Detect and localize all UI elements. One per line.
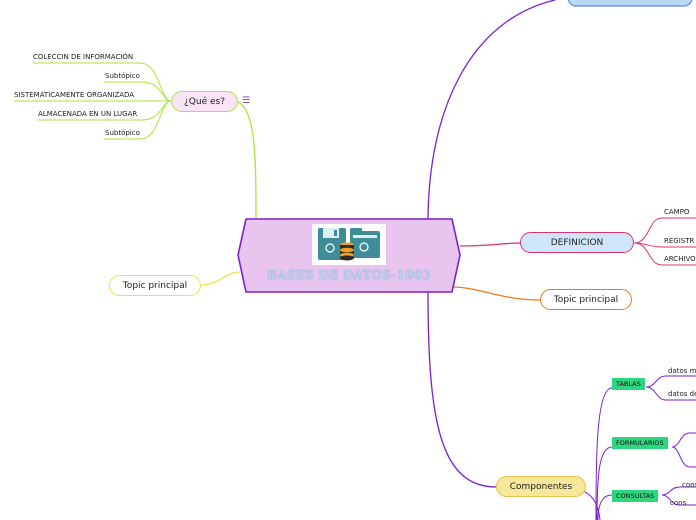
branch-componentes: [427, 291, 497, 488]
offscreen-topic-top[interactable]: [567, 0, 693, 7]
branch-definicion-campo: [633, 217, 696, 244]
topic-definicion[interactable]: DEFINICION: [520, 232, 634, 253]
definicion-item-archivo[interactable]: ARCHIVO: [664, 255, 696, 263]
branch-componentes-consultas: [597, 494, 613, 520]
que-es-item-2[interactable]: Subtópico: [105, 72, 140, 80]
consultas-item-2[interactable]: cons: [670, 499, 687, 507]
branch-consultas-1: [661, 486, 696, 496]
branch-tablas-2: [645, 386, 696, 401]
topic-que-es-label: ¿Qué es?: [184, 96, 225, 107]
que-es-item-5[interactable]: Subtópico: [105, 129, 140, 137]
branch-componentes-formularios: [596, 446, 613, 520]
database-folder-icon: [312, 224, 386, 265]
topic-definicion-label: DEFINICION: [550, 237, 604, 248]
topic-principal-right-label: Topic principal: [553, 294, 619, 305]
topic-principal-right[interactable]: Topic principal: [540, 289, 632, 310]
que-es-item-3[interactable]: SISTEMATICAMENTE ORGANIZADA: [14, 91, 135, 99]
topic-componentes-label: Componentes: [509, 481, 573, 492]
branch-definicion: [459, 242, 521, 247]
central-topic[interactable]: BASES DE DATOS-1003: [238, 219, 460, 292]
tablas-item-2[interactable]: datos de: [668, 390, 696, 398]
branch-formularios-1: [671, 432, 696, 448]
tag-tablas[interactable]: TABLAS: [612, 378, 645, 390]
branch-componentes-tablas: [595, 387, 613, 520]
branch-que-es-item-5: [104, 100, 172, 140]
topic-principal-left[interactable]: Topic principal: [109, 275, 201, 296]
branch-topic-right: [451, 286, 541, 301]
definicion-item-registro[interactable]: REGISTR: [664, 237, 695, 245]
branch-que-es: [237, 101, 257, 223]
tag-formularios[interactable]: FORMULARIOS: [612, 437, 668, 449]
que-es-item-4[interactable]: ALMACENADA EN UN LUGAR: [38, 110, 138, 118]
branch-topic-left: [200, 271, 241, 286]
branch-que-es-item-2: [104, 81, 172, 102]
central-topic-title: BASES DE DATOS-1003: [267, 268, 431, 282]
topic-que-es[interactable]: ¿Qué es?: [171, 91, 238, 112]
definicion-item-campo[interactable]: CAMPO: [664, 208, 690, 216]
branch-consultas-2: [661, 494, 696, 506]
branch-top-offscreen: [427, 0, 556, 223]
tablas-item-1[interactable]: datos m: [668, 367, 696, 375]
tag-consultas[interactable]: CONSULTAS: [612, 490, 659, 502]
consultas-item-1[interactable]: cons: [682, 481, 696, 489]
que-es-item-1[interactable]: COLECCIN DE INFORMACIÓN: [33, 53, 134, 61]
topic-principal-left-label: Topic principal: [122, 280, 188, 291]
branch-definicion-archivo: [633, 242, 696, 266]
notes-icon[interactable]: ☰: [242, 96, 251, 106]
branch-formularios-2: [671, 446, 696, 468]
topic-componentes[interactable]: Componentes: [496, 476, 586, 497]
branch-tablas-1: [645, 375, 696, 388]
